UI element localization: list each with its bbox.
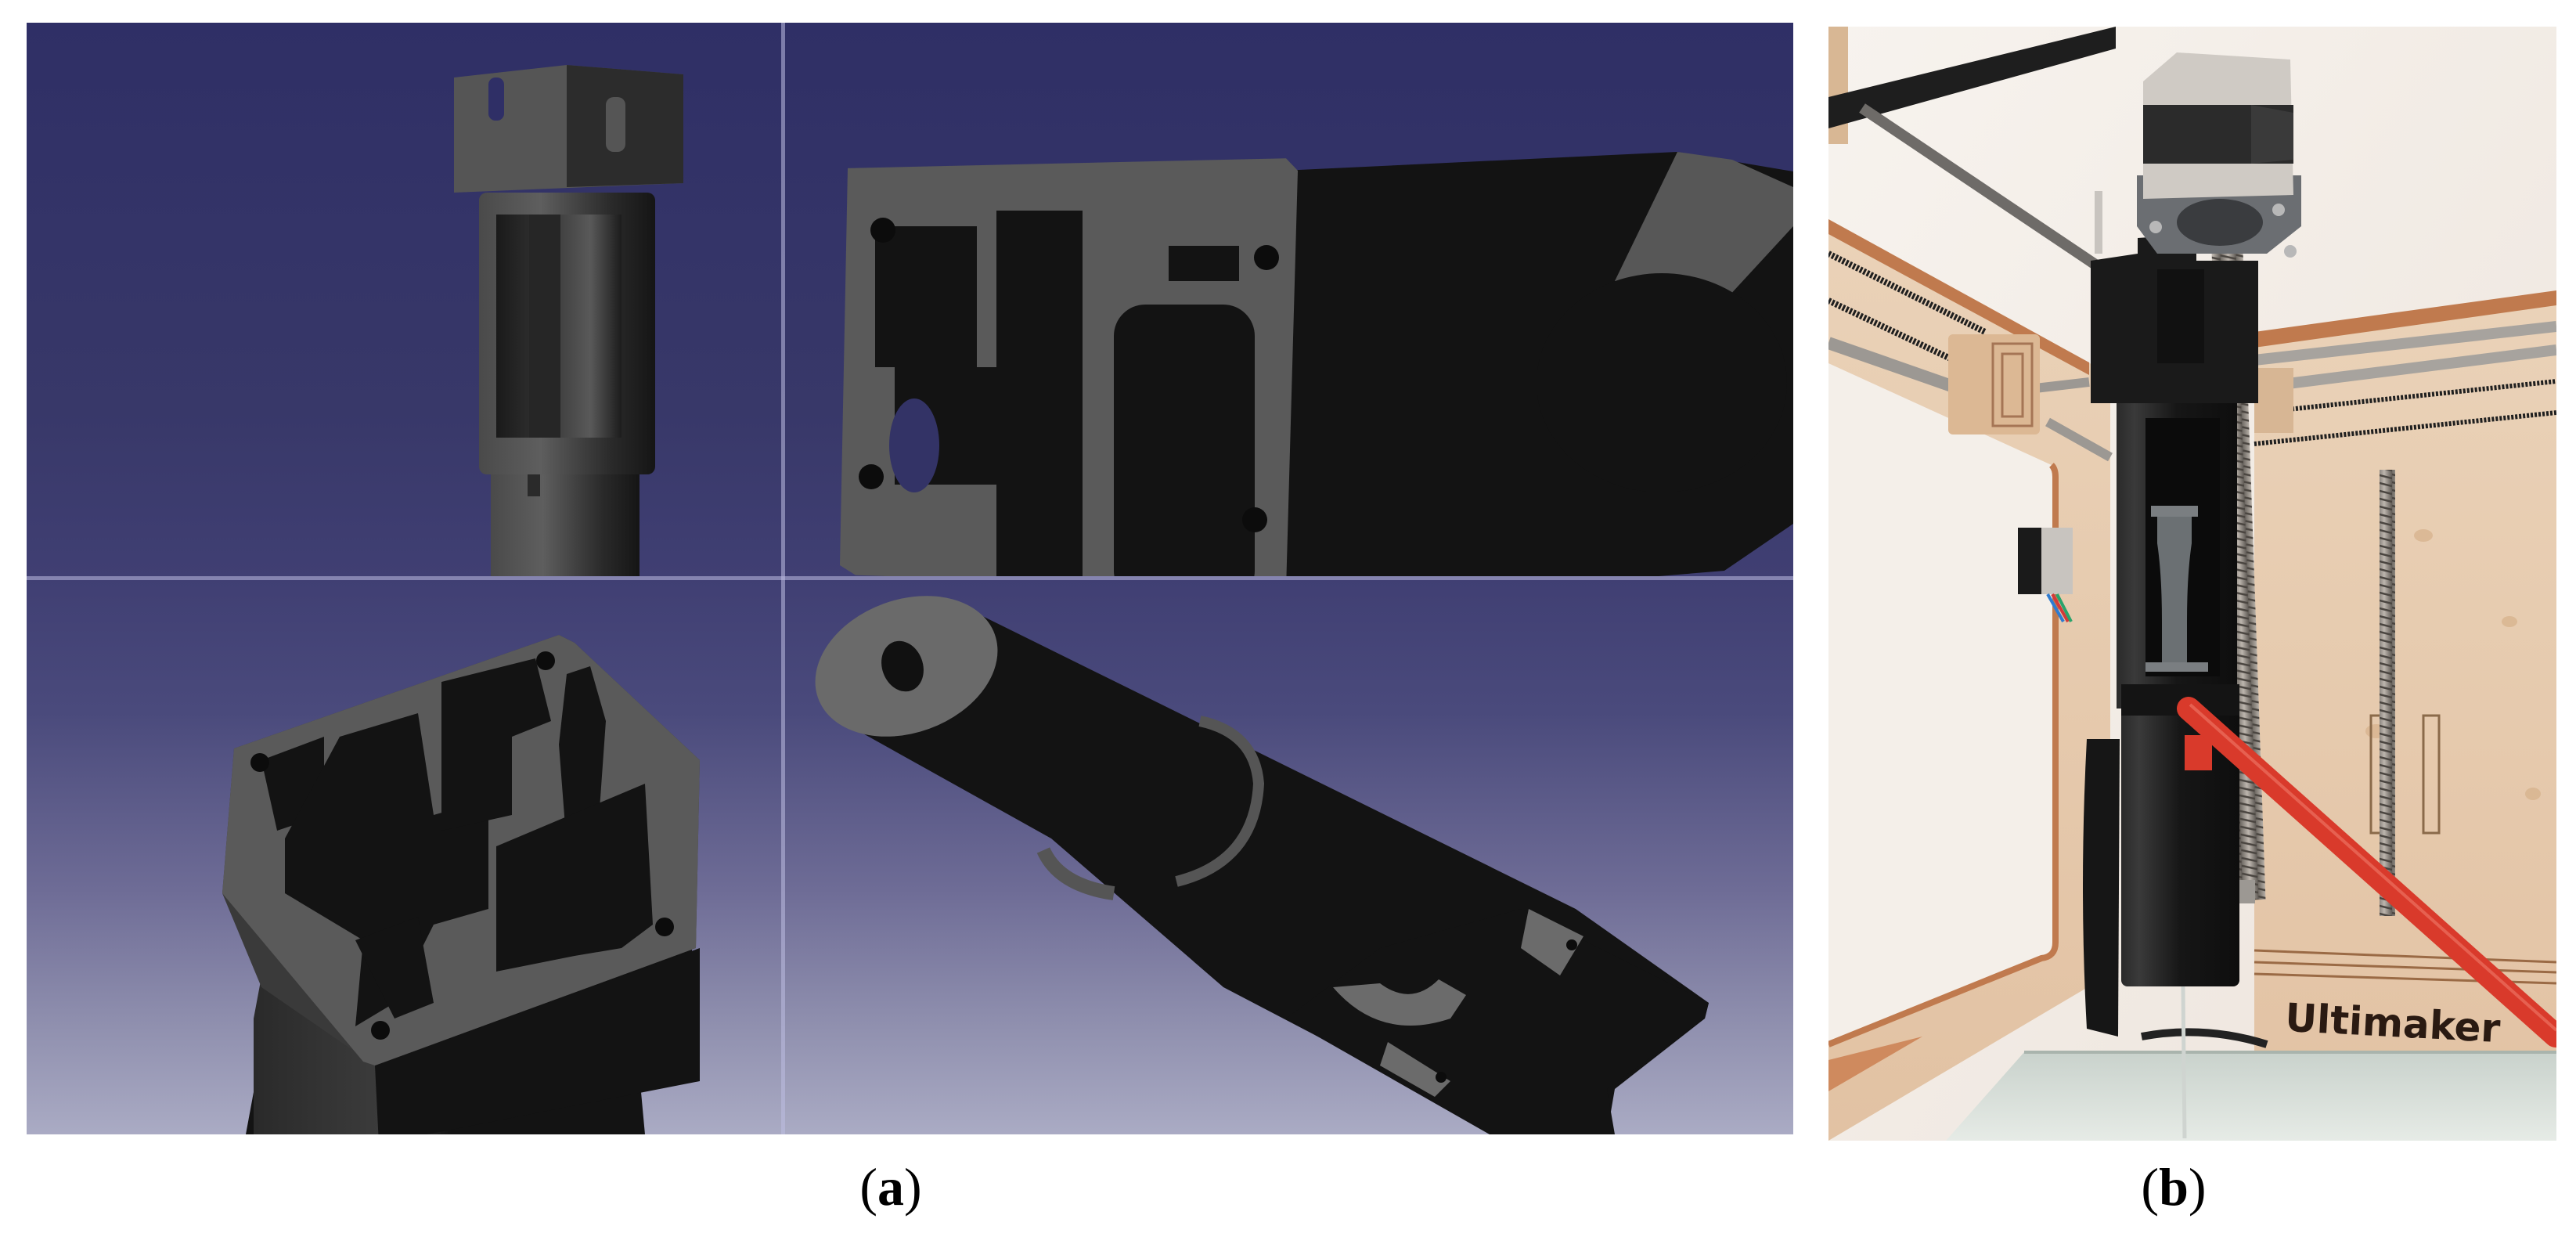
stepper-motor — [2143, 52, 2293, 199]
caption-close-paren: ) — [904, 1157, 922, 1217]
cad-view-top-left — [27, 23, 781, 576]
caption-letter: a — [877, 1157, 904, 1217]
syringe-needle — [2181, 986, 2187, 1139]
ultimaker-logo-text: Ultimaker — [2284, 995, 2502, 1051]
red-tube — [2177, 697, 2556, 1047]
angled-housing-render — [815, 596, 1709, 1134]
panel-b-caption: (b) — [2141, 1160, 2206, 1213]
back-lead-screw — [2380, 470, 2395, 916]
cable-sleeve — [2083, 739, 2120, 1037]
printer-photo-panel: Ultimaker — [1828, 27, 2556, 1141]
cad-view-top-right — [785, 23, 1793, 576]
glass-bed — [1946, 1052, 2556, 1141]
top-belt — [1828, 27, 2116, 128]
caption-open-paren: ( — [2141, 1157, 2160, 1217]
frame-window — [1828, 363, 2055, 1044]
caption-close-paren: ) — [2188, 1157, 2207, 1217]
syringe — [2145, 506, 2208, 672]
caption-letter: b — [2159, 1157, 2189, 1217]
back-plywood-panel — [2254, 297, 2556, 1141]
face-plate-render — [840, 152, 1793, 576]
cad-render-panel — [27, 23, 1793, 1134]
caption-open-paren: ( — [859, 1157, 877, 1217]
cad-view-bottom-right — [785, 580, 1793, 1134]
extruder-lower-cylinder — [2121, 709, 2239, 986]
printer-photo-render: Ultimaker — [1828, 27, 2556, 1141]
panel-a-caption: (a) — [859, 1160, 921, 1213]
cad-view-bottom-left — [27, 580, 781, 1134]
slotted-holder-render — [454, 65, 683, 576]
cross-profile-render — [222, 635, 700, 1134]
viewport-divider-horizontal — [27, 576, 1793, 580]
